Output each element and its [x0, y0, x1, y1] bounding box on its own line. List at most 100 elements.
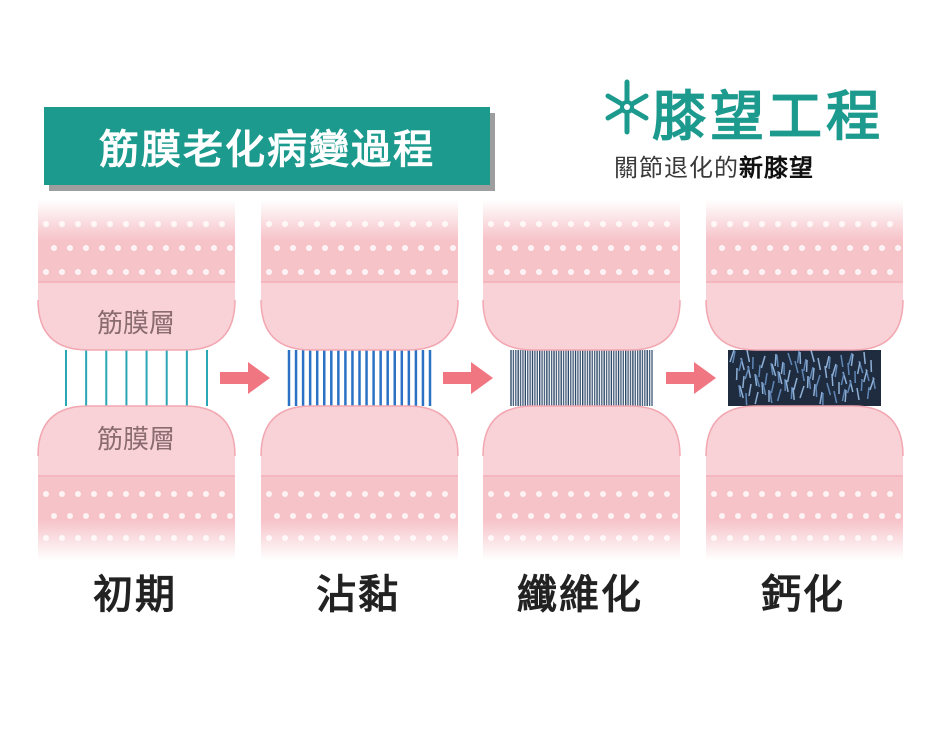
calcium-streak — [828, 356, 831, 370]
upper-band-dot — [330, 269, 336, 275]
upper-band-dot — [735, 245, 741, 251]
upper-band-dot — [767, 245, 773, 251]
lower-fade — [706, 520, 903, 560]
calcium-streak — [754, 373, 758, 387]
calcium-streak — [777, 370, 780, 384]
upper-band-dot — [179, 245, 185, 251]
lower-band-dot — [155, 491, 161, 497]
upper-band-dot — [107, 269, 113, 275]
lower-band-dot — [179, 513, 185, 519]
calcium-streak — [809, 366, 814, 380]
calcium-streak — [755, 374, 761, 388]
lower-band-dot — [330, 491, 336, 497]
stage-column-1 — [37, 200, 236, 560]
calcium-streak — [815, 384, 818, 398]
stage-column-4 — [705, 200, 904, 560]
calcium-streak — [790, 386, 793, 400]
lower-band-dot — [839, 491, 845, 497]
upper-band-dot — [544, 245, 550, 251]
calcium-streak — [824, 365, 828, 379]
upper-band-dot — [51, 245, 57, 251]
upper-band-dot — [59, 269, 65, 275]
lower-band-dot — [386, 513, 392, 519]
stage-column-3 — [482, 200, 681, 560]
upper-band-dot — [528, 245, 534, 251]
lower-band-dot — [608, 513, 614, 519]
calcium-streak — [833, 390, 838, 404]
lower-band-dot — [418, 513, 424, 519]
lower-band-dot — [871, 491, 877, 497]
upper-band-dot — [616, 269, 622, 275]
lower-band-dot — [751, 513, 757, 519]
lower-band-dot — [600, 491, 606, 497]
lower-band-dot — [815, 513, 821, 519]
calcium-streak — [815, 374, 821, 388]
lower-band-dot — [282, 491, 288, 497]
calcium-streak — [863, 369, 868, 383]
upper-band-dot — [656, 245, 662, 251]
calcium-streak — [826, 382, 832, 396]
upper-band-dot — [751, 245, 757, 251]
upper-band-dot — [560, 245, 566, 251]
calcium-streak — [840, 354, 844, 368]
lower-band-dot — [807, 491, 813, 497]
upper-band-dot — [99, 245, 105, 251]
calcium-streak — [770, 380, 775, 394]
logo-title: 膝望工程 — [652, 85, 884, 148]
upper-band-dot — [672, 245, 678, 251]
upper-band-dot — [386, 245, 392, 251]
upper-band-dot — [727, 269, 733, 275]
calcium-streak — [844, 389, 847, 403]
upper-band-dot — [163, 245, 169, 251]
calcium-streak — [856, 387, 860, 401]
upper-fade — [261, 200, 458, 240]
upper-band-dot — [743, 269, 749, 275]
upper-band-dot — [203, 269, 209, 275]
upper-band-dot — [711, 269, 717, 275]
calcium-streak — [847, 362, 850, 376]
lower-band-dot — [370, 513, 376, 519]
upper-band-dot — [504, 269, 510, 275]
fiber-group-1 — [65, 350, 208, 406]
upper-band-dot — [131, 245, 137, 251]
upper-band-dot — [195, 245, 201, 251]
upper-band-dot — [855, 269, 861, 275]
stage-label-2: 沾黏 — [316, 572, 400, 618]
lower-band-dot — [544, 513, 550, 519]
lower-band-dot — [123, 491, 129, 497]
calcium-streak — [841, 388, 846, 402]
calcium-streak — [850, 353, 854, 367]
lower-band-dot — [528, 513, 534, 519]
upper-band-dot — [807, 269, 813, 275]
calcium-streak — [787, 352, 793, 366]
calcium-streak — [776, 388, 782, 402]
fiber-group-3 — [510, 350, 653, 406]
lower-band-dot — [847, 513, 853, 519]
lower-band-dot — [139, 491, 145, 497]
calcium-streak — [769, 390, 773, 404]
upper-band-dot — [576, 245, 582, 251]
upper-band-dot — [378, 269, 384, 275]
lower-band-dot — [759, 491, 765, 497]
calcium-streak — [796, 350, 800, 364]
upper-band-dot — [664, 269, 670, 275]
upper-band-dot — [354, 245, 360, 251]
calcium-streak — [780, 361, 784, 375]
lower-band-dot — [887, 491, 893, 497]
lower-band-dot — [767, 513, 773, 519]
calcium-streak — [758, 364, 761, 378]
fiber-group-4 — [728, 349, 881, 406]
stage-label-1: 初期 — [93, 572, 177, 618]
lower-band-dot — [171, 491, 177, 497]
lower-band-dot — [855, 491, 861, 497]
calcium-streak — [831, 373, 834, 387]
upper-band-dot — [871, 269, 877, 275]
lower-band-dot — [67, 513, 73, 519]
stage-label-3: 纖維化 — [517, 572, 643, 618]
lower-band-dot — [775, 491, 781, 497]
lower-band-dot — [434, 513, 440, 519]
calcium-streak — [860, 378, 863, 392]
upper-band-dot — [847, 245, 853, 251]
upper-band-dot — [791, 269, 797, 275]
calcium-streak — [869, 377, 875, 391]
